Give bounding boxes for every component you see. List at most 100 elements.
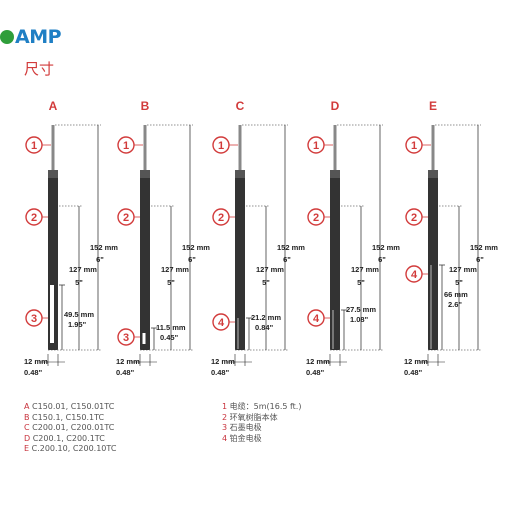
callout-number: 1 <box>218 140 224 152</box>
models-legend: A C150.01, C150.01TC B C150.1, C150.1TC … <box>24 402 116 455</box>
parts-legend-row: 1 电缆：5m(16.5 ft.) <box>222 402 301 413</box>
dim-total-in: 6" <box>378 255 386 264</box>
electrode-cable <box>51 125 55 171</box>
callout-number: 4 <box>218 317 225 329</box>
electrode-cable <box>238 125 242 171</box>
dim-body-mm: 127 mm <box>449 265 477 274</box>
dim-total-mm: 152 mm <box>90 243 118 252</box>
callout-number: 3 <box>31 313 37 325</box>
dim-total-in: 6" <box>476 255 484 264</box>
dim-dia-mm: 12 mm <box>306 357 330 366</box>
electrode-cable <box>143 125 147 171</box>
dim-body-in: 5" <box>262 278 270 287</box>
dim-total-mm: 152 mm <box>277 243 305 252</box>
brand-logo: AMP <box>0 26 62 48</box>
dim-dia-in: 0.48" <box>24 368 43 377</box>
models-legend-letter: D <box>24 433 31 443</box>
dim-total-mm: 152 mm <box>372 243 400 252</box>
electrode-body <box>330 170 340 350</box>
model-letter: D <box>331 99 340 113</box>
dim-body-in: 5" <box>357 278 365 287</box>
parts-legend-number: 4 <box>222 433 228 443</box>
dim-total-in: 6" <box>96 255 104 264</box>
model-letter: A <box>49 99 58 113</box>
brand-name: AMP <box>15 26 62 48</box>
electrode-cap <box>48 170 58 178</box>
dim-body-mm: 127 mm <box>256 265 284 274</box>
parts-legend-text: 铂金电极 <box>229 433 262 443</box>
models-legend-row: E C.200.10, C200.10TC <box>24 444 116 455</box>
dim-tip-in: 1.08" <box>350 315 369 324</box>
models-legend-text: C200.01, C200.01TC <box>32 423 115 432</box>
callout-number: 1 <box>313 140 319 152</box>
graphite-window <box>142 333 146 344</box>
dim-total-in: 6" <box>283 255 291 264</box>
dim-tip-mm: 21.2 mm <box>251 313 281 322</box>
electrode-cap <box>235 170 245 178</box>
dim-tip-mm: 66 mm <box>444 290 468 299</box>
dim-dia-in: 0.48" <box>211 368 230 377</box>
models-legend-text: C200.1, C200.1TC <box>32 433 105 443</box>
callout-number: 1 <box>411 140 417 152</box>
dim-body-mm: 127 mm <box>351 265 379 274</box>
parts-legend-row: 2 环氧树脂本体 <box>222 413 301 424</box>
dim-dia-mm: 12 mm <box>211 357 235 366</box>
callout-number: 2 <box>31 212 37 224</box>
parts-legend-number: 2 <box>222 412 228 422</box>
models-legend-row: B C150.1, C150.1TC <box>24 413 116 424</box>
callout-number: 1 <box>123 140 129 152</box>
dim-body-mm: 127 mm <box>69 265 97 274</box>
model-letter: B <box>141 99 150 113</box>
dim-tip-in: 0.45" <box>160 333 179 342</box>
models-legend-letter: A <box>24 402 30 411</box>
dim-body-in: 5" <box>167 278 175 287</box>
electrode-body <box>235 170 245 350</box>
electrode-cap <box>140 170 150 178</box>
dim-body-in: 5" <box>455 278 463 287</box>
dim-tip-mm: 49.5 mm <box>64 310 94 319</box>
dim-tip-mm: 27.5 mm <box>346 305 376 314</box>
dim-body-mm: 127 mm <box>161 265 189 274</box>
callout-number: 2 <box>123 212 129 224</box>
parts-legend-number: 1 <box>222 402 228 411</box>
electrode-cap <box>330 170 340 178</box>
callout-number: 2 <box>313 212 319 224</box>
electrode-body <box>140 170 150 350</box>
models-legend-text: C.200.10, C200.10TC <box>31 444 117 453</box>
models-legend-text: C150.1, C150.1TC <box>32 412 105 422</box>
dim-body-in: 5" <box>75 278 83 287</box>
dim-total-in: 6" <box>188 255 196 264</box>
parts-legend-text: 石墨电极 <box>229 423 262 432</box>
callout-number: 4 <box>411 269 418 281</box>
dim-total-mm: 152 mm <box>182 243 210 252</box>
model-letter: C <box>236 99 245 113</box>
dim-tip-in: 2.6" <box>448 300 462 309</box>
dim-dia-mm: 12 mm <box>24 357 48 366</box>
electrode-cable <box>431 125 435 171</box>
dim-tip-mm: 11.5 mm <box>156 323 186 332</box>
graphite-window <box>50 285 54 343</box>
callout-number: 1 <box>31 140 37 152</box>
dim-dia-mm: 12 mm <box>404 357 428 366</box>
parts-legend-text: 环氧树脂本体 <box>229 412 278 422</box>
models-legend-letter: C <box>24 423 30 432</box>
model-letter: E <box>429 99 437 113</box>
dim-tip-in: 1.95" <box>68 320 87 329</box>
parts-legend: 1 电缆：5m(16.5 ft.) 2 环氧树脂本体 3 石墨电极 4 铂金电极 <box>222 402 301 444</box>
parts-legend-text: 电缆：5m(16.5 ft.) <box>229 402 302 411</box>
callout-number: 4 <box>313 313 320 325</box>
electrode-cable <box>333 125 337 171</box>
callout-number: 2 <box>411 212 417 224</box>
callout-number: 3 <box>123 332 129 344</box>
models-legend-row: C C200.01, C200.01TC <box>24 423 116 434</box>
dim-dia-in: 0.48" <box>116 368 135 377</box>
models-legend-letter: B <box>24 412 30 422</box>
electrode-body <box>428 170 438 350</box>
electrode-cap <box>428 170 438 178</box>
dim-dia-in: 0.48" <box>404 368 423 377</box>
models-legend-row: D C200.1, C200.1TC <box>24 434 116 445</box>
dim-dia-mm: 12 mm <box>116 357 140 366</box>
dim-tip-in: 0.84" <box>255 323 274 332</box>
logo-mark-icon <box>0 30 14 44</box>
